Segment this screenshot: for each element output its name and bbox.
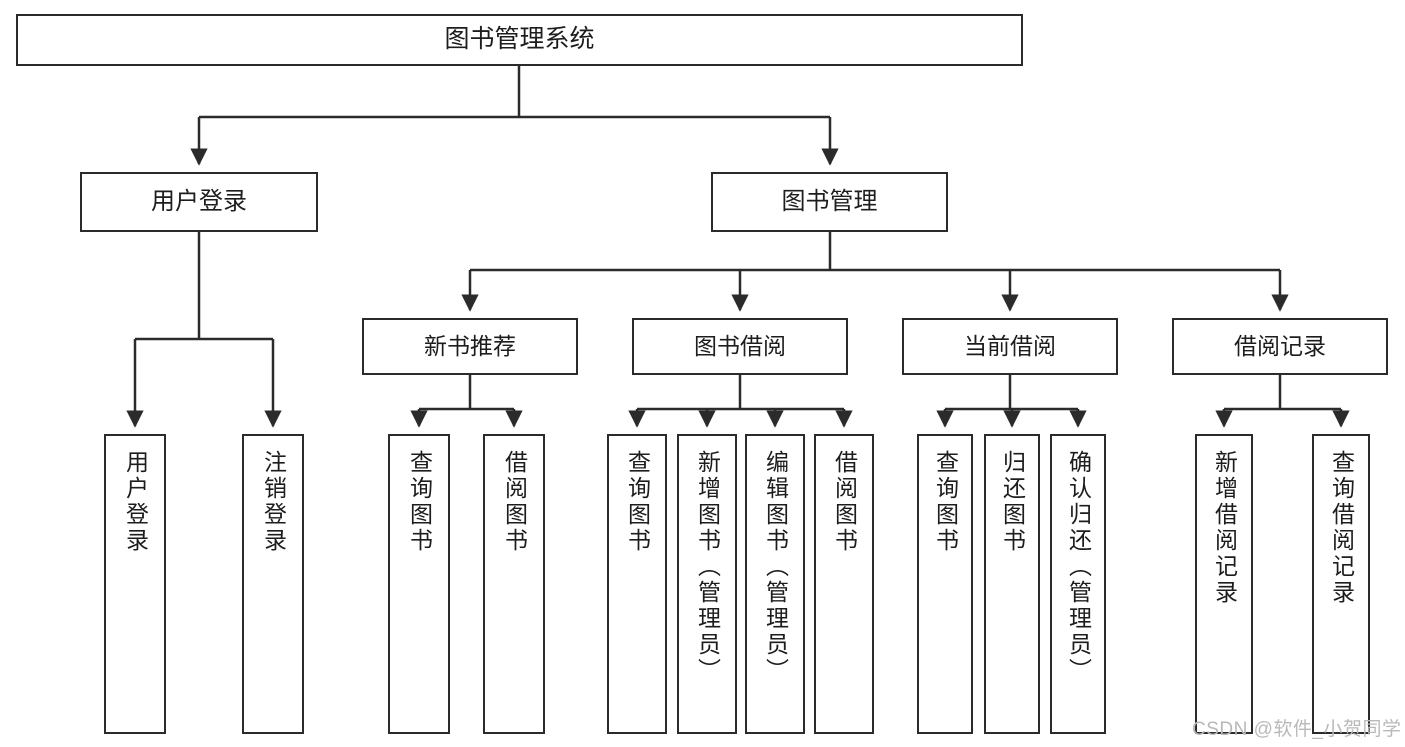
- node-leaf-add-book-label: 新增图书（管理员）: [694, 450, 721, 684]
- node-leaf-query-book-2[interactable]: 查询图书: [607, 434, 667, 734]
- node-new-book-recommend-label: 新书推荐: [424, 332, 516, 359]
- node-current-borrow[interactable]: 当前借阅: [902, 318, 1118, 375]
- node-user-login-label: 用户登录: [151, 187, 247, 215]
- node-new-book-recommend[interactable]: 新书推荐: [362, 318, 578, 375]
- node-leaf-query-book-1[interactable]: 查询图书: [388, 434, 450, 734]
- node-root[interactable]: 图书管理系统: [16, 14, 1023, 66]
- node-book-manage[interactable]: 图书管理: [711, 172, 948, 232]
- node-leaf-borrow-book-1-label: 借阅图书: [501, 450, 528, 554]
- node-leaf-edit-book-label: 编辑图书（管理员）: [762, 450, 789, 684]
- node-leaf-confirm-return-label: 确认归还（管理员）: [1065, 450, 1092, 684]
- node-leaf-add-record-label: 新增借阅记录: [1211, 450, 1238, 606]
- node-leaf-borrow-book-2[interactable]: 借阅图书: [814, 434, 874, 734]
- node-leaf-borrow-book-2-label: 借阅图书: [831, 450, 858, 554]
- node-borrow-record[interactable]: 借阅记录: [1172, 318, 1388, 375]
- node-user-login[interactable]: 用户登录: [80, 172, 318, 232]
- node-leaf-query-record-label: 查询借阅记录: [1328, 450, 1355, 606]
- node-leaf-confirm-return[interactable]: 确认归还（管理员）: [1050, 434, 1106, 734]
- node-leaf-query-record[interactable]: 查询借阅记录: [1312, 434, 1370, 734]
- node-current-borrow-label: 当前借阅: [964, 332, 1056, 359]
- node-leaf-query-book-3[interactable]: 查询图书: [917, 434, 973, 734]
- node-leaf-query-book-1-label: 查询图书: [406, 450, 433, 554]
- node-leaf-return-book[interactable]: 归还图书: [984, 434, 1040, 734]
- node-book-manage-label: 图书管理: [781, 187, 878, 215]
- node-leaf-edit-book[interactable]: 编辑图书（管理员）: [745, 434, 805, 734]
- watermark-text: CSDN @软件_小贺同学: [1192, 719, 1402, 740]
- node-leaf-add-book[interactable]: 新增图书（管理员）: [677, 434, 737, 734]
- node-leaf-query-book-3-label: 查询图书: [932, 450, 959, 554]
- node-leaf-user-login-label: 用户登录: [122, 450, 149, 554]
- node-borrow-record-label: 借阅记录: [1234, 332, 1326, 359]
- node-leaf-user-logout-label: 注销登录: [260, 450, 287, 554]
- node-leaf-return-book-label: 归还图书: [999, 450, 1026, 554]
- node-leaf-query-book-2-label: 查询图书: [624, 450, 651, 554]
- node-book-borrow[interactable]: 图书借阅: [632, 318, 848, 375]
- node-book-borrow-label: 图书借阅: [694, 332, 786, 359]
- node-leaf-borrow-book-1[interactable]: 借阅图书: [483, 434, 545, 734]
- node-leaf-add-record[interactable]: 新增借阅记录: [1195, 434, 1253, 734]
- node-leaf-user-login[interactable]: 用户登录: [104, 434, 166, 734]
- node-leaf-user-logout[interactable]: 注销登录: [242, 434, 304, 734]
- node-root-label: 图书管理系统: [444, 25, 595, 54]
